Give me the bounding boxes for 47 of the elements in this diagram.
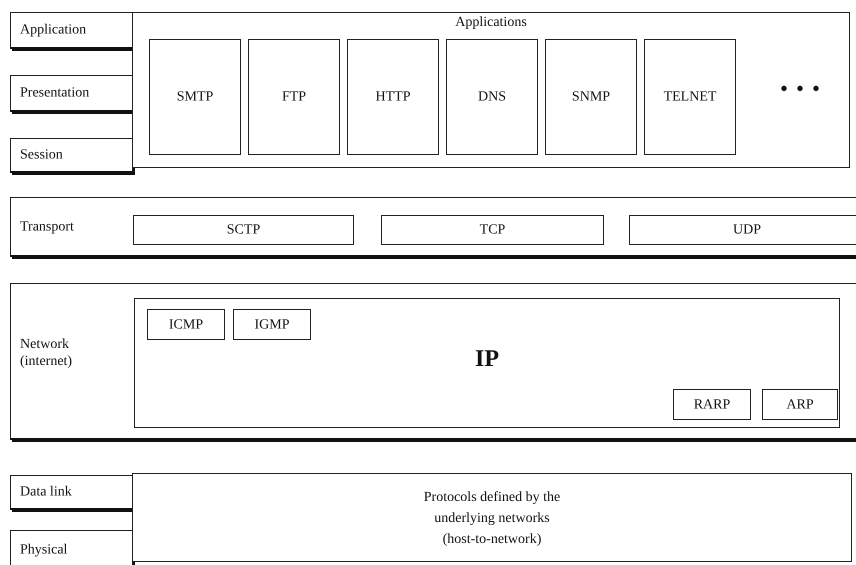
protocol-box [644,39,736,155]
layer-band [10,197,856,257]
layer-name: Presentation [20,84,90,102]
layer-band [10,12,133,49]
protocol-name: SCTP [226,222,262,238]
protocol-name: HTTP [374,88,412,106]
protocol-box [545,39,637,155]
protocol-name: ICMP [168,316,204,333]
layer-band [10,475,133,510]
protocol-box [673,389,751,420]
protocol-box [381,215,604,245]
layer-band [10,138,133,173]
host-to-network-box [132,473,852,562]
protocol-name: SMTP [176,88,214,106]
protocol-box [147,309,225,340]
protocol-name: SNMP [570,88,612,106]
ellipsis: • • • [779,81,822,98]
layer-name: Physical [20,541,68,558]
protocol-box [347,39,439,155]
layer-name: Data link [20,484,73,500]
layer-name: Transport [20,218,75,235]
protocol-name: ARP [785,396,815,413]
protocol-box [762,389,838,420]
protocol-box [233,309,311,340]
protocol-name: IP [474,345,500,373]
layer-band [10,75,133,112]
protocol-box [133,215,354,245]
application-layer-box [132,12,850,168]
protocol-box [446,39,538,155]
protocol-name: TELNET [662,88,718,106]
protocol-box [149,39,241,155]
protocol-name: TCP [478,222,506,238]
protocol-name: UDP [732,222,762,238]
protocol-name: FTP [280,88,308,106]
protocol-name: DNS [476,88,507,106]
description: Protocols defined by the underlying networks (host-to-network) [422,489,562,549]
protocol-box [248,39,340,155]
group-title: Applications [454,14,528,31]
protocol-name: IGMP [253,316,290,333]
ip-box [134,298,840,428]
layer-name: Session [20,146,64,164]
layer-band [10,530,133,565]
layer-name: Network (internet) [20,336,74,370]
layer-name: Application [20,22,88,38]
protocol-box [629,215,856,245]
layer-band [10,283,856,440]
protocol-name: RARP [692,396,732,413]
